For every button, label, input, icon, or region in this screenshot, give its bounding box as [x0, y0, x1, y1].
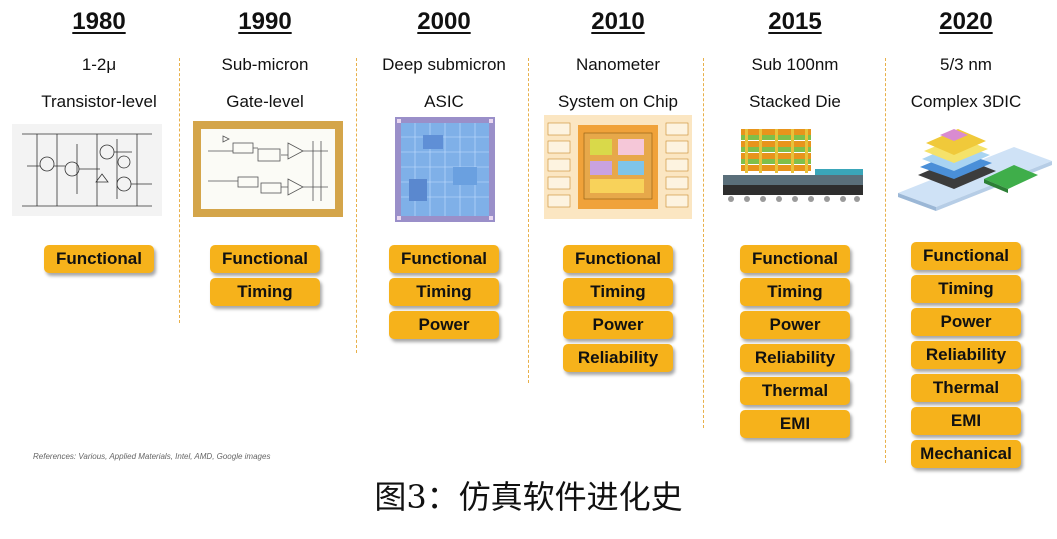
- capability-list: Functional: [19, 245, 179, 278]
- era-process: Sub-micron: [221, 55, 309, 74]
- era-process: Nanometer: [575, 55, 661, 74]
- capability-chip: Thermal: [740, 377, 850, 405]
- era-year: 1980: [72, 8, 126, 35]
- capability-chip: Power: [389, 311, 499, 339]
- era-process: Sub 100nm: [751, 55, 839, 74]
- capability-chip: Timing: [389, 278, 499, 306]
- capability-chip: Functional: [911, 242, 1021, 270]
- capability-chip: Functional: [740, 245, 850, 273]
- capability-chip: Reliability: [563, 344, 673, 372]
- 3dic-package-image: [898, 129, 1052, 211]
- era-year: 2020: [939, 8, 993, 35]
- capability-chip: Timing: [210, 278, 320, 306]
- timeline-separator: [356, 58, 357, 353]
- capability-chip: Power: [563, 311, 673, 339]
- era-level: Stacked Die: [749, 92, 841, 111]
- capability-list: Functional Timing Power: [364, 245, 524, 344]
- capability-chip: EMI: [740, 410, 850, 438]
- capability-chip: Functional: [210, 245, 320, 273]
- timeline-separator: [528, 58, 529, 383]
- capability-list: Functional Timing Power Reliability: [538, 245, 698, 377]
- era-year: 1990: [238, 8, 292, 35]
- era-level: Gate-level: [226, 92, 304, 111]
- capability-chip: Thermal: [911, 374, 1021, 402]
- capability-list: Functional Timing Power Reliability Ther…: [715, 245, 875, 443]
- capability-chip: Reliability: [911, 341, 1021, 369]
- figure-caption: 图3：仿真软件进化史: [374, 478, 683, 516]
- timeline-separator: [703, 58, 704, 428]
- transistor-schematic-image: [12, 124, 162, 216]
- era-level: ASIC: [424, 92, 464, 111]
- era-level: System on Chip: [558, 92, 678, 111]
- era-process: 1-2μ: [81, 55, 117, 74]
- era-level: Complex 3DIC: [910, 92, 1022, 111]
- gate-level-circuit-image: [193, 121, 343, 217]
- era-year: 2010: [591, 8, 645, 35]
- capability-chip: Timing: [740, 278, 850, 306]
- capability-chip: Power: [740, 311, 850, 339]
- asic-die-image: [395, 117, 495, 222]
- soc-block-diagram-image: [544, 115, 692, 219]
- era-process: 5/3 nm: [940, 55, 992, 74]
- stacked-die-image: [719, 125, 867, 205]
- capability-chip: Functional: [389, 245, 499, 273]
- era-year: 2000: [417, 8, 471, 35]
- capability-chip: Functional: [563, 245, 673, 273]
- era-year: 2015: [768, 8, 822, 35]
- capability-chip: Mechanical: [911, 440, 1021, 468]
- timeline-separator: [885, 58, 886, 463]
- capability-chip: EMI: [911, 407, 1021, 435]
- era-level: Transistor-level: [41, 92, 157, 111]
- era-process: Deep submicron: [382, 55, 506, 74]
- capability-chip: Timing: [563, 278, 673, 306]
- capability-chip: Reliability: [740, 344, 850, 372]
- capability-list: Functional Timing: [185, 245, 345, 311]
- capability-chip: Power: [911, 308, 1021, 336]
- capability-chip: Timing: [911, 275, 1021, 303]
- references-note: References: Various, Applied Materials, …: [33, 452, 271, 461]
- capability-chip: Functional: [44, 245, 154, 273]
- capability-list: Functional Timing Power Reliability Ther…: [886, 242, 1046, 473]
- timeline-separator: [179, 58, 180, 323]
